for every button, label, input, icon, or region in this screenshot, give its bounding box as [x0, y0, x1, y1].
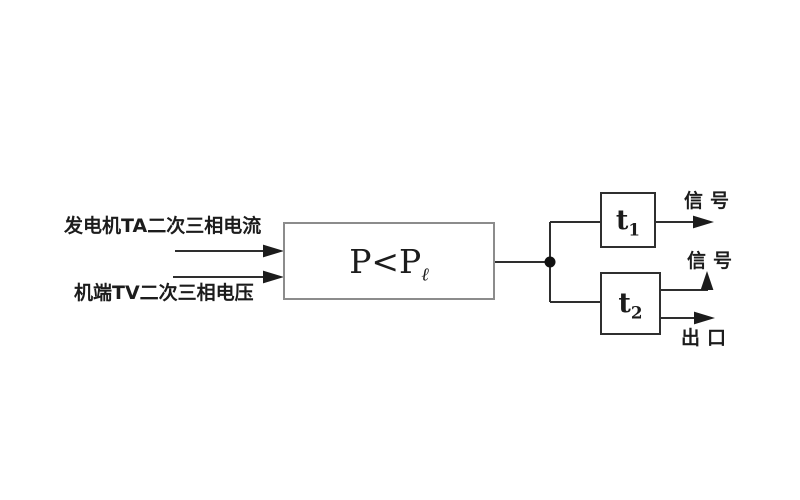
arrow-right-icon — [694, 311, 715, 325]
timer1-label-base: t — [615, 204, 629, 236]
input-label-voltage: 机端TV二次三相电压 — [74, 282, 254, 304]
arrow-right-icon — [263, 270, 284, 284]
comparator-expression-subscript: ℓ — [421, 264, 429, 286]
junction-dot — [544, 256, 556, 268]
arrow-right-icon — [263, 244, 284, 258]
timer2-label: t2 — [618, 288, 643, 323]
output-label-timer2-signal: 信号 — [687, 250, 740, 272]
timer2-block: t2 — [600, 272, 661, 335]
arrow-up-icon — [700, 271, 714, 290]
timer1-label-subscript: 1 — [628, 218, 641, 239]
timer1-label: t1 — [615, 204, 641, 239]
comparator-expression-base: P<P — [349, 241, 422, 281]
timer1-block: t1 — [600, 192, 656, 248]
output-label-timer2-trip: 出口 — [681, 327, 734, 349]
timer2-signal-line — [661, 289, 708, 291]
timer2-label-subscript: 2 — [630, 302, 643, 323]
arrow-right-icon — [693, 215, 714, 229]
timer2-label-base: t — [618, 288, 631, 319]
comparator-block: P<Pℓ — [283, 222, 495, 300]
output-label-timer1-signal: 信号 — [684, 190, 737, 212]
comparator-expression: P<Pℓ — [349, 241, 429, 284]
input-label-current: 发电机TA二次三相电流 — [64, 215, 262, 237]
